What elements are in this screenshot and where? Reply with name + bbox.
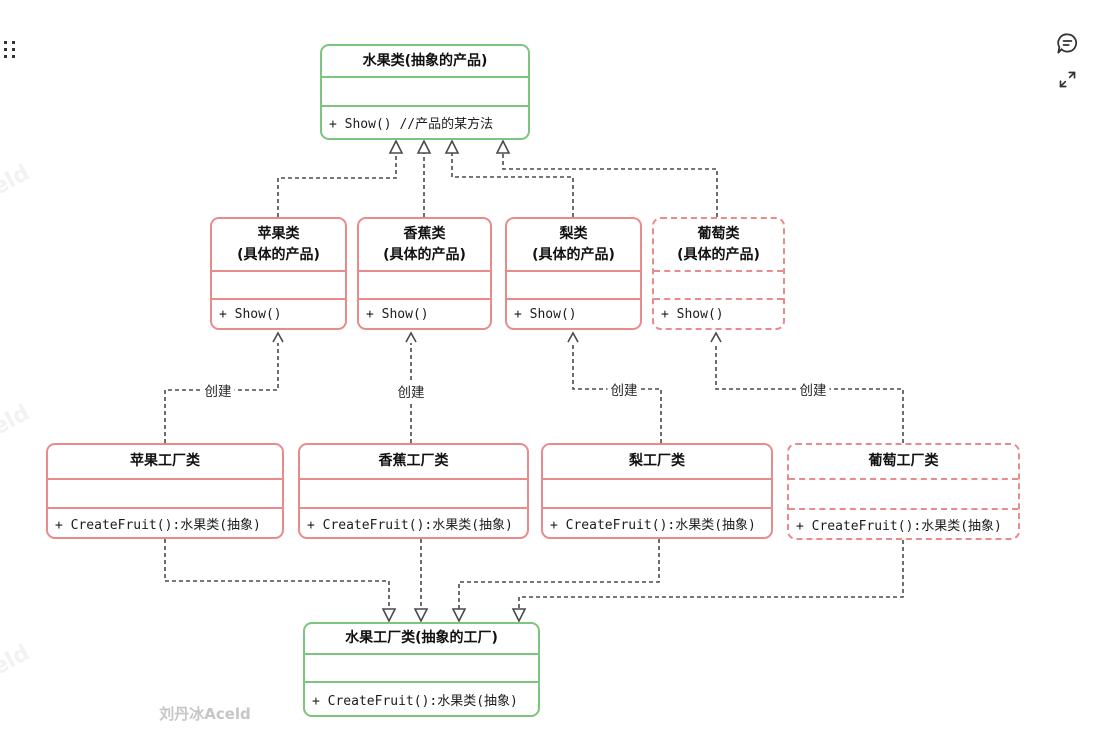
class-method: + CreateFruit():水果类(抽象) bbox=[796, 518, 1002, 534]
edge-label-apple-factory-creates[interactable]: 创建 bbox=[201, 380, 235, 400]
class-fields-compartment bbox=[359, 270, 490, 300]
arrowhead-hollow-up-banana-extends-fruit bbox=[416, 139, 432, 154]
drag-handle-icon[interactable] bbox=[3, 39, 19, 59]
class-title-line: (具体的产品) bbox=[532, 246, 615, 263]
class-fields-compartment bbox=[48, 478, 282, 509]
class-method: + CreateFruit():水果类(抽象) bbox=[55, 517, 261, 533]
class-title: 香蕉工厂类 bbox=[300, 445, 527, 478]
class-title-line: 葡萄工厂类 bbox=[868, 453, 939, 470]
class-title: 梨工厂类 bbox=[543, 445, 771, 478]
class-box-grape-factory[interactable]: 葡萄工厂类 + CreateFruit():水果类(抽象) bbox=[787, 443, 1020, 540]
arrowhead-hollow-up-pear-extends-fruit bbox=[444, 139, 460, 154]
arrowhead-hollow-up-grape-extends-fruit bbox=[495, 139, 511, 154]
connector-pear-factory-implements[interactable] bbox=[458, 539, 660, 609]
class-title-line: (具体的产品) bbox=[383, 246, 466, 263]
class-fields-compartment bbox=[322, 76, 528, 107]
class-fields-compartment bbox=[789, 478, 1018, 510]
connector-grape-extends-fruit[interactable] bbox=[502, 153, 718, 217]
class-box-apple-product[interactable]: 苹果类 (具体的产品) + Show() bbox=[210, 217, 347, 330]
edge-label-grape-factory-creates[interactable]: 创建 bbox=[796, 379, 830, 399]
class-fields-compartment bbox=[507, 270, 640, 300]
edge-label-banana-factory-creates[interactable]: 创建 bbox=[394, 381, 428, 401]
class-title-line: 梨工厂类 bbox=[629, 453, 685, 470]
class-title-line: 水果类(抽象的产品) bbox=[362, 52, 488, 69]
class-box-grape-product[interactable]: 葡萄类 (具体的产品) + Show() bbox=[652, 217, 785, 330]
arrowhead-hollow-down-apple-factory-implements bbox=[381, 608, 397, 623]
class-fields-compartment bbox=[305, 653, 538, 683]
class-title: 水果类(抽象的产品) bbox=[322, 46, 528, 76]
class-title: 苹果工厂类 bbox=[48, 445, 282, 478]
class-method: + CreateFruit():水果类(抽象) bbox=[312, 693, 518, 709]
connector-apple-extends-fruit[interactable] bbox=[277, 153, 397, 217]
arrowhead-hollow-down-banana-factory-implements bbox=[413, 608, 429, 623]
class-method: + Show() bbox=[366, 306, 429, 322]
connector-grape-factory-implements[interactable] bbox=[518, 540, 904, 609]
comment-icon[interactable] bbox=[1055, 31, 1080, 56]
edge-label-pear-factory-creates[interactable]: 创建 bbox=[607, 379, 641, 399]
class-box-pear-product[interactable]: 梨类 (具体的产品) + Show() bbox=[505, 217, 642, 330]
class-title: 葡萄类 (具体的产品) bbox=[654, 219, 783, 270]
class-method: + Show() //产品的某方法 bbox=[329, 117, 494, 132]
class-box-fruit-product[interactable]: 水果类(抽象的产品) + Show() //产品的某方法 bbox=[320, 44, 530, 140]
class-box-banana-product[interactable]: 香蕉类 (具体的产品) + Show() bbox=[357, 217, 492, 330]
fullscreen-icon[interactable] bbox=[1057, 69, 1078, 90]
arrowhead-hollow-down-pear-factory-implements bbox=[451, 608, 467, 623]
class-title: 香蕉类 (具体的产品) bbox=[359, 219, 490, 270]
arrowhead-vee-up-banana-factory-creates bbox=[405, 331, 417, 343]
class-box-fruit-factory[interactable]: 水果工厂类(抽象的工厂) + CreateFruit():水果类(抽象) bbox=[303, 622, 540, 717]
class-fields-compartment bbox=[300, 478, 527, 509]
class-box-pear-factory[interactable]: 梨工厂类 + CreateFruit():水果类(抽象) bbox=[541, 443, 773, 539]
class-title: 水果工厂类(抽象的工厂) bbox=[305, 624, 538, 653]
class-title-line: 香蕉类 bbox=[403, 226, 446, 243]
arrowhead-vee-up-pear-factory-creates bbox=[567, 331, 579, 343]
class-method: + CreateFruit():水果类(抽象) bbox=[307, 517, 513, 533]
connector-apple-factory-creates[interactable] bbox=[164, 343, 279, 443]
class-box-apple-factory[interactable]: 苹果工厂类 + CreateFruit():水果类(抽象) bbox=[46, 443, 284, 539]
class-fields-compartment bbox=[654, 270, 783, 300]
class-method: + CreateFruit():水果类(抽象) bbox=[550, 517, 756, 533]
watermark-author: 刘丹冰Aceld bbox=[159, 705, 251, 723]
class-title-line: 梨类 bbox=[559, 226, 588, 243]
arrowhead-hollow-up-apple-extends-fruit bbox=[388, 139, 404, 154]
class-title: 葡萄工厂类 bbox=[789, 445, 1018, 478]
class-title-line: 苹果类 bbox=[257, 226, 300, 243]
class-title-line: 苹果工厂类 bbox=[130, 453, 200, 470]
class-fields-compartment bbox=[543, 478, 771, 509]
class-title-line: 香蕉工厂类 bbox=[378, 453, 449, 470]
class-method: + Show() bbox=[514, 306, 577, 322]
class-fields-compartment bbox=[212, 270, 345, 300]
class-method: + Show() bbox=[219, 306, 282, 322]
class-title: 梨类 (具体的产品) bbox=[507, 219, 640, 270]
class-box-banana-factory[interactable]: 香蕉工厂类 + CreateFruit():水果类(抽象) bbox=[298, 443, 529, 539]
arrowhead-hollow-down-grape-factory-implements bbox=[511, 608, 527, 623]
class-title-line: (具体的产品) bbox=[237, 246, 320, 263]
connector-apple-factory-implements[interactable] bbox=[164, 539, 390, 609]
class-title-line: (具体的产品) bbox=[677, 246, 760, 263]
class-method: + Show() bbox=[661, 306, 724, 322]
arrowhead-vee-up-grape-factory-creates bbox=[710, 331, 722, 343]
arrowhead-vee-up-apple-factory-creates bbox=[272, 331, 284, 343]
class-title-line: 葡萄类 bbox=[697, 226, 740, 243]
connector-pear-extends-fruit[interactable] bbox=[451, 153, 574, 217]
class-title-line: 水果工厂类(抽象的工厂) bbox=[345, 630, 498, 647]
class-title: 苹果类 (具体的产品) bbox=[212, 219, 345, 270]
